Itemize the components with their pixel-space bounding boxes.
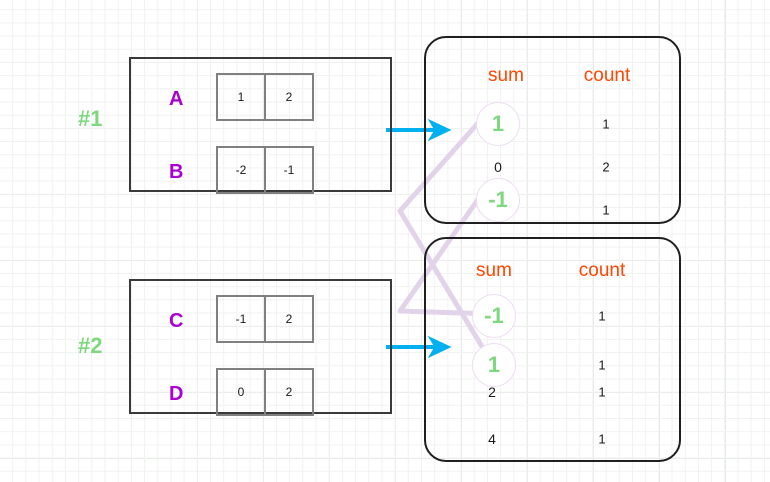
input-panel-group-1: A 1 2 B -2 -1	[129, 57, 392, 194]
cell-d-1: 2	[264, 368, 314, 416]
row-label-b: B	[169, 161, 184, 183]
cell-c-1: 2	[264, 295, 314, 343]
sum-value-2-2: 2	[488, 384, 496, 400]
column-header-count-2: count	[578, 260, 626, 281]
row-label-a: A	[169, 88, 184, 110]
sum-value-1-2: -1	[476, 178, 520, 222]
group-label-1: #1	[78, 106, 103, 131]
column-header-count-1: count	[583, 65, 631, 86]
cell-a-0: 1	[216, 73, 266, 121]
aggregate-panel-group-1: sum count 1 1 0 2 -1 1	[424, 36, 681, 224]
count-value-2-2: 1	[598, 384, 606, 400]
sum-value-1-1: 0	[494, 159, 502, 175]
cell-b-0: -2	[216, 146, 266, 194]
aggregate-panel-group-2: sum count -1 1 1 1 2 1 4 1	[424, 237, 681, 462]
cell-b-1: -1	[264, 146, 314, 194]
value-pair-b: -2 -1	[216, 146, 314, 194]
count-value-1-2: 1	[602, 202, 610, 218]
value-pair-a: 1 2	[216, 73, 314, 121]
count-value-2-3: 1	[598, 431, 606, 447]
value-pair-c: -1 2	[216, 295, 314, 343]
row-label-c: C	[169, 310, 184, 332]
count-value-1-1: 2	[602, 159, 610, 175]
value-pair-d: 0 2	[216, 368, 314, 416]
group-label-2: #2	[78, 333, 103, 358]
count-value-2-0: 1	[598, 308, 606, 324]
cell-a-1: 2	[264, 73, 314, 121]
sum-value-2-3: 4	[488, 431, 496, 447]
count-value-1-0: 1	[602, 116, 610, 132]
input-panel-group-2: C -1 2 D 0 2	[129, 279, 392, 416]
sum-value-2-0: -1	[472, 294, 516, 338]
count-value-2-1: 1	[598, 357, 606, 373]
cell-d-0: 0	[216, 368, 266, 416]
cell-c-0: -1	[216, 295, 266, 343]
column-header-sum-2: sum	[476, 260, 512, 281]
row-label-d: D	[169, 383, 184, 405]
sum-value-2-1: 1	[472, 343, 516, 387]
sum-value-1-0: 1	[476, 102, 520, 146]
column-header-sum-1: sum	[488, 65, 524, 86]
